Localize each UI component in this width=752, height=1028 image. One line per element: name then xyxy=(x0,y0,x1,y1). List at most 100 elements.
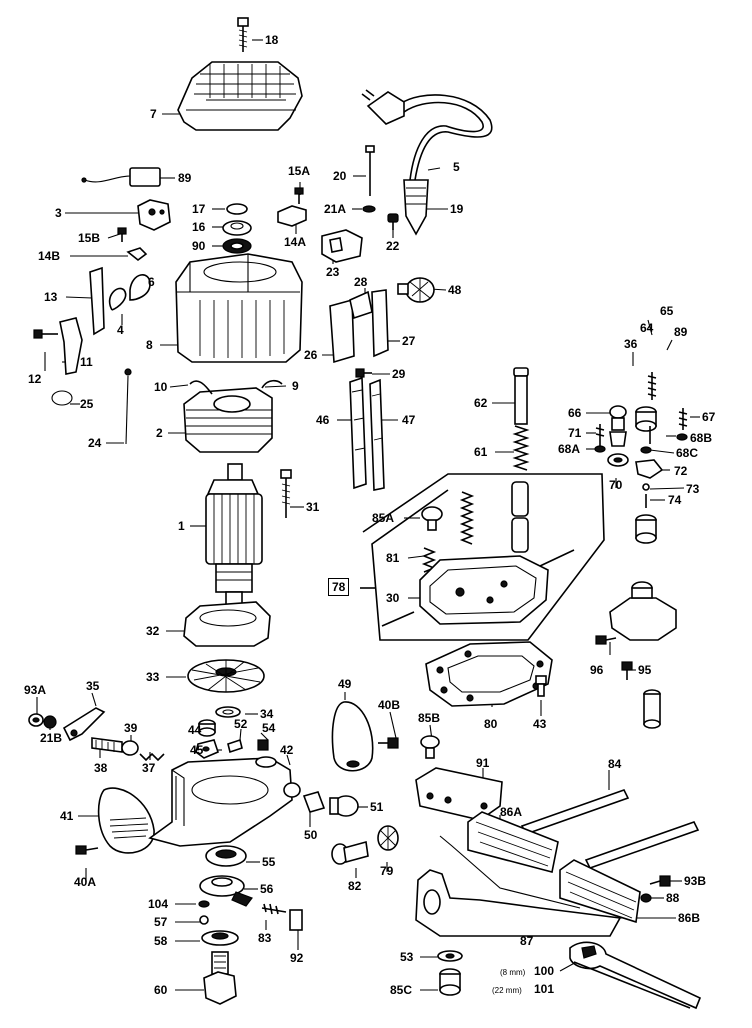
label-85a: 85A xyxy=(372,511,395,525)
label-61: 61 xyxy=(474,445,488,459)
label-96: 96 xyxy=(590,663,604,677)
label-104: 104 xyxy=(148,897,169,911)
label-51: 51 xyxy=(370,800,384,814)
lead-24 xyxy=(124,368,132,445)
fence-slide-91 xyxy=(415,767,503,821)
knob-51 xyxy=(329,795,359,817)
label-44: 44 xyxy=(188,723,202,737)
label-39: 39 xyxy=(124,721,138,735)
label-80: 80 xyxy=(484,717,498,731)
ring-70 xyxy=(607,453,629,467)
label-38: 38 xyxy=(94,761,108,775)
fence-plate-86b xyxy=(559,859,641,924)
label-26: 26 xyxy=(304,348,318,362)
sleeve-bottom xyxy=(643,689,661,729)
spring-61 xyxy=(512,425,530,471)
label-86b: 86B xyxy=(678,911,701,925)
collet-58 xyxy=(201,930,239,946)
nut-93a xyxy=(28,713,44,727)
label-74: 74 xyxy=(668,493,682,507)
screw-15a xyxy=(294,187,304,204)
label-43: 43 xyxy=(533,717,547,731)
label-9: 9 xyxy=(292,379,299,393)
label-24: 24 xyxy=(88,436,102,450)
label-49: 49 xyxy=(338,677,352,691)
label-84: 84 xyxy=(608,757,622,771)
motor-housing xyxy=(175,253,303,363)
terminal-block-3 xyxy=(137,199,171,231)
pin-71 xyxy=(595,424,605,446)
screw-43 xyxy=(535,675,547,697)
washer-21b xyxy=(43,715,57,729)
label-15a: 15A xyxy=(288,164,311,178)
label-11: 11 xyxy=(80,355,93,369)
washer-68b xyxy=(676,433,688,441)
screw-31 xyxy=(280,469,292,518)
label-90: 90 xyxy=(192,239,206,253)
label-73: 73 xyxy=(686,482,700,496)
label-54: 54 xyxy=(262,721,276,735)
label-28: 28 xyxy=(354,275,368,289)
screw-20 xyxy=(365,145,375,196)
label-29: 29 xyxy=(392,367,406,381)
spring-37 xyxy=(139,752,165,762)
label-5: 5 xyxy=(453,160,460,174)
screw-18 xyxy=(237,17,249,52)
label-52: 52 xyxy=(234,717,248,731)
sleeves xyxy=(511,481,529,553)
label-62: 62 xyxy=(474,396,488,410)
nut-92 xyxy=(289,909,303,931)
label-81: 81 xyxy=(386,551,400,565)
cord-grommet xyxy=(403,179,429,236)
label-40a: 40A xyxy=(74,875,97,889)
clip-17 xyxy=(226,203,248,215)
label-10: 10 xyxy=(154,380,168,394)
rail-27 xyxy=(371,289,389,358)
label-1: 1 xyxy=(178,519,185,533)
lever-35 xyxy=(62,707,106,742)
label-68a: 68A xyxy=(558,442,581,456)
label-37: 37 xyxy=(142,761,156,775)
label-3: 3 xyxy=(55,206,62,220)
label-25: 25 xyxy=(80,397,94,411)
bushing-44 xyxy=(198,719,216,737)
label-78: 78 xyxy=(328,578,350,596)
washer-21a xyxy=(362,205,376,213)
label-31: 31 xyxy=(306,500,320,514)
label-64: 64 xyxy=(640,321,654,335)
label-53: 53 xyxy=(400,950,414,964)
suppressor-89 xyxy=(81,167,161,187)
label-2: 2 xyxy=(156,426,163,440)
label-15b: 15B xyxy=(78,231,101,245)
label-68c: 68C xyxy=(676,446,699,460)
washer-90 xyxy=(222,238,252,254)
label-16: 16 xyxy=(192,220,206,234)
label-86a: 86A xyxy=(500,805,523,819)
screw-95 xyxy=(621,661,633,680)
label-4: 4 xyxy=(117,323,124,337)
label-85b: 85B xyxy=(418,711,441,725)
label-82: 82 xyxy=(348,879,362,893)
label-47: 47 xyxy=(402,413,416,427)
knob-48 xyxy=(397,277,435,303)
knob-85a xyxy=(421,506,443,531)
note-22mm: (22 mm) xyxy=(492,986,522,995)
label-79: 79 xyxy=(380,864,394,878)
bearing-55 xyxy=(205,845,247,867)
armature xyxy=(205,463,263,607)
label-101: 101 xyxy=(534,982,555,996)
label-20: 20 xyxy=(333,169,347,183)
label-33: 33 xyxy=(146,670,160,684)
label-100: 100 xyxy=(534,964,555,978)
cap-14a xyxy=(277,205,307,227)
cap-14b xyxy=(126,247,148,262)
top-cover xyxy=(177,61,303,131)
label-89-right: 89 xyxy=(674,325,688,339)
screw-65 xyxy=(647,372,657,400)
label-23: 23 xyxy=(326,265,340,279)
label-30: 30 xyxy=(386,591,400,605)
label-13: 13 xyxy=(44,290,58,304)
switch-23 xyxy=(321,229,363,263)
screw-67 xyxy=(678,408,688,430)
ring-104 xyxy=(198,900,210,908)
